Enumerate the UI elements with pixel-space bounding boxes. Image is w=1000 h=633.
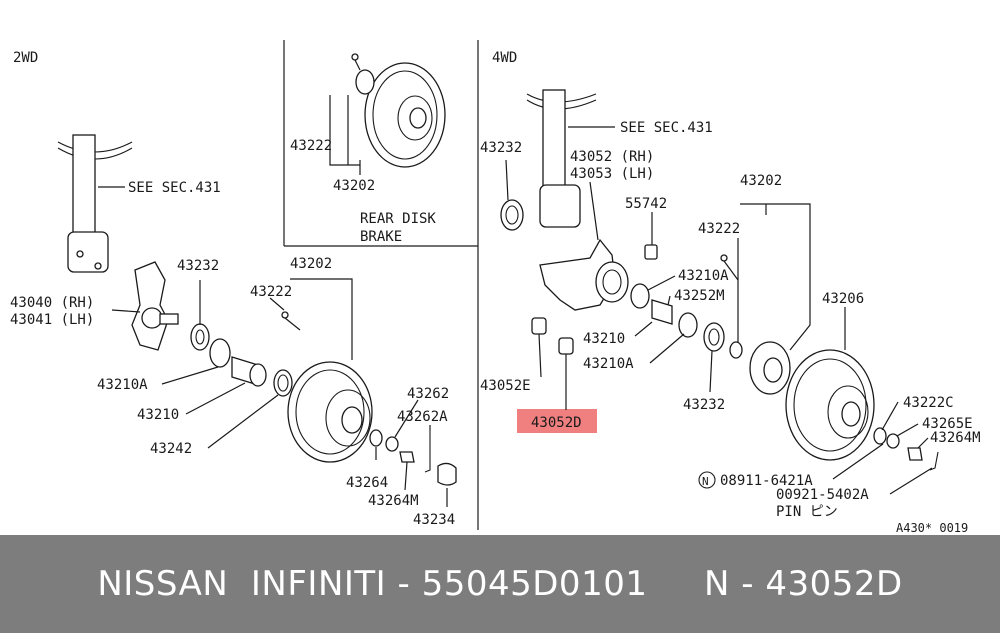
label-43222C: 43222C — [903, 395, 954, 411]
label-see-sec-431-left: SEE SEC.431 — [128, 180, 221, 196]
label-43210A-right-2: 43210A — [583, 356, 634, 372]
label-43222-right: 43222 — [698, 221, 740, 237]
label-see-sec-431-right: SEE SEC.431 — [620, 120, 713, 136]
leaders-rear — [329, 95, 361, 175]
leaders-left — [98, 186, 448, 507]
label-43210-left: 43210 — [137, 407, 179, 423]
label-43202-rear: 43202 — [333, 178, 375, 194]
label-43202-left: 43202 — [290, 256, 332, 272]
label-43222-rear: 43222 — [290, 138, 332, 154]
label-43264M-right: 43264M — [930, 430, 981, 446]
label-43210A-left: 43210A — [97, 377, 148, 393]
label-n-circle: N — [702, 475, 709, 488]
label-43210-right: 43210 — [583, 331, 625, 347]
hub-right — [720, 254, 791, 395]
bearing-seal-left — [190, 323, 293, 397]
rear-disk-rotor — [351, 53, 446, 168]
bushings-right — [531, 244, 658, 355]
label-43242: 43242 — [150, 441, 192, 457]
label-ref-code: A430* 0019 — [896, 521, 968, 535]
section-dividers — [283, 40, 479, 530]
label-43052E: 43052E — [480, 378, 531, 394]
part-number-footer: NISSAN INFINITI - 55045D0101 N - 43052D — [0, 535, 1000, 633]
part-highlight — [517, 409, 597, 433]
label-43052D: 43052D — [531, 415, 582, 431]
label-08911: 08911-6421A — [720, 473, 813, 489]
leaders-right — [505, 126, 933, 495]
section-label-4wd: 4WD — [492, 50, 517, 66]
rear-disk-label-1: REAR DISK — [360, 211, 436, 227]
exploded-parts-diagram: 2WD 4WD REAR DISK BRAKE SEE SEC.431 4304… — [10, 40, 981, 535]
label-43210A-right-1: 43210A — [678, 268, 729, 284]
label-43262: 43262 — [407, 386, 449, 402]
label-pin: PIN ピン — [776, 504, 838, 520]
knuckle-right — [500, 199, 629, 311]
strut-left — [57, 134, 133, 273]
nut-parts-left — [369, 429, 457, 486]
label-43234: 43234 — [413, 512, 455, 528]
label-43053: 43053 (LH) — [570, 166, 654, 182]
label-43232-left: 43232 — [177, 258, 219, 274]
label-43264-left: 43264 — [346, 475, 388, 491]
label-43040: 43040 (RH) — [10, 295, 94, 311]
label-55742: 55742 — [625, 196, 667, 212]
rear-disk-label-2: BRAKE — [360, 229, 402, 245]
label-43262A: 43262A — [397, 409, 448, 425]
knuckle-left — [131, 261, 179, 351]
part-number-text: NISSAN INFINITI - 55045D0101 N - 43052D — [97, 564, 903, 604]
label-43232-right: 43232 — [480, 140, 522, 156]
label-43041: 43041 (LH) — [10, 312, 94, 328]
label-43202-right: 43202 — [740, 173, 782, 189]
brake-drum-right — [785, 349, 875, 461]
nut-parts-right — [873, 427, 939, 471]
label-43222-left: 43222 — [250, 284, 292, 300]
label-43265E: 43265E — [922, 416, 973, 432]
label-43206: 43206 — [822, 291, 864, 307]
label-43052: 43052 (RH) — [570, 149, 654, 165]
section-label-2wd: 2WD — [13, 50, 38, 66]
strut-right — [526, 89, 597, 228]
label-00921: 00921-5402A — [776, 487, 869, 503]
brake-drum-left — [281, 311, 373, 463]
label-43232-right-2: 43232 — [683, 397, 725, 413]
bearing-parts-right — [630, 283, 743, 359]
label-43264M-left: 43264M — [368, 493, 419, 509]
label-43252M: 43252M — [674, 288, 725, 304]
